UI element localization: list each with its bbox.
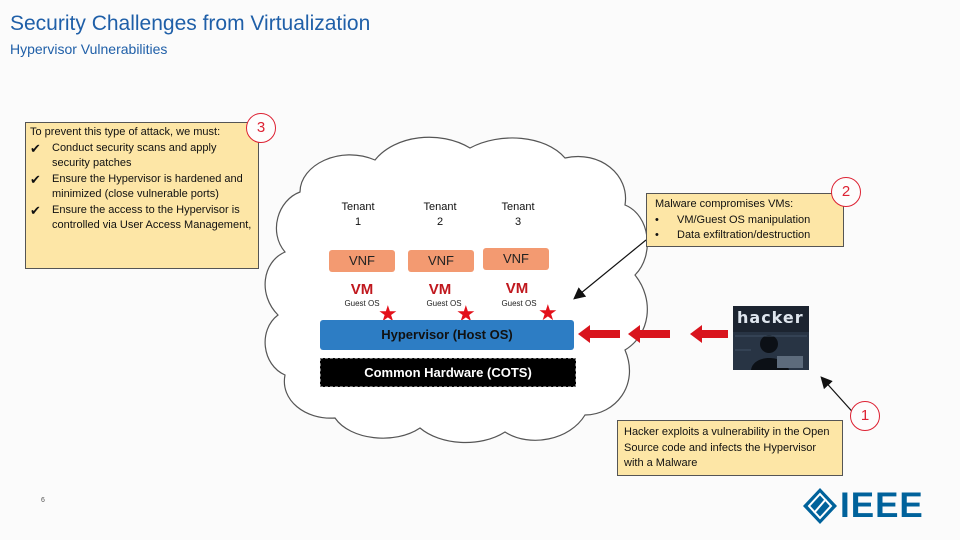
prevention-item: Ensure the access to the Hypervisor is c… (30, 203, 254, 234)
star-icon: ★ (456, 301, 476, 326)
vnf-block: VNF (408, 250, 474, 272)
arrow-malware-to-vm (573, 239, 647, 300)
tenant-number: 1 (354, 216, 362, 228)
prevention-list: Conduct security scans and apply securit… (30, 141, 254, 234)
guest-os-label: Guest OS (344, 299, 380, 308)
star-icon: ★ (538, 300, 558, 325)
step-badge-2: 2 (831, 177, 861, 207)
vm-label: VM (505, 280, 529, 297)
vm-label: VM (350, 281, 374, 298)
tenant-label-line: Tenant (501, 201, 535, 213)
red-arrow-2 (628, 325, 670, 343)
star-icon: ★ (378, 301, 398, 326)
step-badge-3: 3 (246, 113, 276, 143)
tenant-number: 3 (514, 216, 522, 228)
vnf-block: VNF (483, 248, 549, 270)
guest-os-label: Guest OS (426, 299, 462, 308)
hacker-image-word: hacker (737, 308, 804, 327)
red-arrow-1 (578, 325, 620, 343)
page-number: 6 (41, 497, 45, 504)
tenant-label: Tenant 3 (488, 200, 548, 230)
prevention-item: Ensure the Hypervisor is hardened and mi… (30, 172, 254, 203)
tenant-label: Tenant 2 (410, 200, 470, 230)
red-arrow-3 (690, 325, 728, 343)
malware-item: VM/Guest OS manipulation (655, 213, 835, 229)
slide-subtitle: Hypervisor Vulnerabilities (10, 41, 168, 57)
hacker-image: hacker (733, 306, 809, 370)
malware-list: VM/Guest OS manipulation Data exfiltrati… (655, 213, 835, 244)
hacker-box: Hacker exploits a vulnerability in the O… (617, 420, 843, 476)
malware-item: Data exfiltration/destruction (655, 228, 835, 244)
prevention-item: Conduct security scans and apply securit… (30, 141, 254, 172)
step-badge-1: 1 (850, 401, 880, 431)
malware-box: Malware compromises VMs: VM/Guest OS man… (646, 193, 844, 247)
hardware-layer: Common Hardware (COTS) (320, 358, 576, 387)
prevention-intro: To prevent this type of attack, we must: (30, 126, 221, 138)
vm-label: VM (428, 281, 452, 298)
slide-title: Security Challenges from Virtualization (10, 12, 371, 35)
tenant-number: 2 (436, 216, 444, 228)
prevention-box: To prevent this type of attack, we must:… (25, 122, 259, 269)
hacker-silhouette-icon (733, 332, 809, 370)
tenant-label-line: Tenant (341, 201, 375, 213)
ieee-diamond-icon (803, 488, 837, 524)
tenant-label: Tenant 1 (328, 200, 388, 230)
ieee-logo-text: IEEE (840, 486, 924, 525)
hypervisor-layer: Hypervisor (Host OS) (320, 320, 574, 350)
malware-intro: Malware compromises VMs: (655, 198, 794, 210)
red-arrows (578, 325, 728, 343)
guest-os-label: Guest OS (501, 299, 537, 308)
vnf-block: VNF (329, 250, 395, 272)
tenant-label-line: Tenant (423, 201, 457, 213)
